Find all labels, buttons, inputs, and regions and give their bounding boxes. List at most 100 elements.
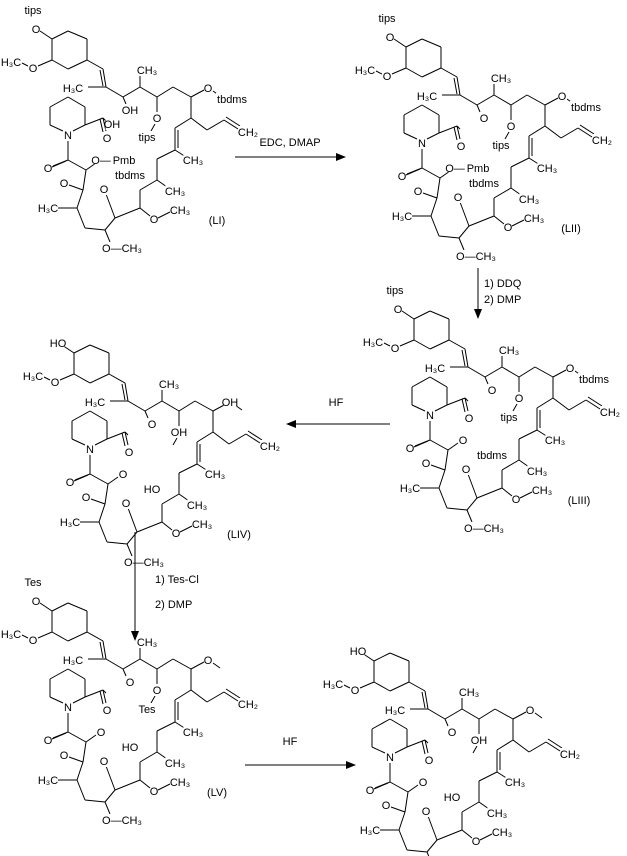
- bond: [43, 376, 51, 381]
- bond: [359, 681, 375, 689]
- bond: [114, 779, 141, 791]
- label-background: [425, 754, 433, 766]
- label-background: [385, 704, 405, 716]
- atom-label: O: [472, 836, 481, 848]
- bond: [375, 70, 383, 75]
- atom-label: tbdms: [217, 94, 247, 106]
- label-background: [472, 835, 480, 847]
- label-background: [183, 154, 203, 166]
- label-background: [560, 748, 580, 760]
- label-background: [100, 183, 108, 195]
- bond: [104, 217, 116, 231]
- atom-label: CH₃: [192, 519, 212, 531]
- bond: [102, 640, 107, 660]
- atom-label: CH₃: [492, 827, 512, 839]
- label-background: [1, 628, 21, 640]
- bond: [104, 229, 111, 243]
- bond: [76, 189, 84, 209]
- bond-skeleton: [43, 344, 263, 557]
- bond: [172, 86, 192, 98]
- bond: [391, 67, 407, 75]
- label-background: [526, 704, 534, 716]
- bond: [373, 652, 391, 662]
- label-background: [100, 755, 108, 767]
- bond: [371, 718, 391, 730]
- bond: [421, 691, 426, 709]
- atom-label: H₃C: [23, 371, 43, 383]
- bond: [223, 119, 239, 130]
- atom-label: CH₃: [459, 687, 479, 699]
- bond: [161, 493, 180, 505]
- bond: [464, 348, 469, 368]
- bond: [405, 38, 423, 48]
- bond: [427, 708, 446, 720]
- bond: [528, 741, 547, 753]
- atom-label: CH₃: [499, 345, 519, 357]
- bond: [139, 779, 151, 789]
- bond: [394, 746, 408, 754]
- bond: [398, 811, 406, 831]
- bond: [479, 833, 493, 841]
- compound-label: (LIV): [227, 529, 251, 541]
- bond: [424, 739, 429, 744]
- compound-label: (LII): [561, 223, 581, 235]
- atom-label: O: [126, 677, 135, 689]
- bond: [408, 681, 426, 692]
- atom-label: O: [383, 71, 392, 83]
- bond: [528, 125, 546, 137]
- bond: [106, 541, 128, 545]
- bond: [86, 59, 104, 70]
- bond: [150, 123, 156, 132]
- bond: [127, 400, 146, 412]
- bond: [37, 59, 53, 67]
- bond: [494, 708, 514, 720]
- atom-label: OH: [104, 119, 121, 131]
- bond: [156, 658, 174, 670]
- bond: [405, 168, 421, 176]
- label-background: [172, 527, 180, 539]
- reaction-arrow-4: 1) Tes-Cl2) DMP: [131, 532, 199, 641]
- label-background: [223, 528, 255, 540]
- bond: [493, 187, 512, 199]
- label-background: [85, 396, 105, 408]
- label-background: [114, 154, 134, 166]
- bond: [461, 708, 480, 720]
- bond: [476, 94, 495, 106]
- label-background: [64, 129, 72, 141]
- label-background: [382, 799, 390, 811]
- label-background: [44, 734, 52, 746]
- bond: [90, 498, 106, 505]
- bond: [124, 431, 129, 446]
- label-background: [187, 499, 207, 511]
- reaction-arrow-3: HF: [286, 397, 390, 428]
- label-background: [106, 814, 138, 826]
- label-background: [97, 726, 105, 738]
- bond: [424, 690, 429, 710]
- label-background: [103, 132, 111, 144]
- atom-label: O—CH₃: [102, 243, 142, 255]
- bond: [67, 159, 87, 171]
- reaction-arrow-5: HF: [245, 736, 356, 769]
- label-background: [114, 169, 146, 181]
- bond: [461, 349, 466, 367]
- bond: [174, 117, 192, 129]
- label-background: [515, 392, 523, 404]
- bond: [459, 94, 478, 106]
- bond: [461, 829, 473, 839]
- compound-label: (LV): [207, 787, 227, 799]
- bond: [114, 207, 141, 219]
- label-background: [159, 378, 179, 390]
- label-background: [386, 31, 394, 43]
- bond: [534, 712, 543, 719]
- reagent-label: 2) DMP: [155, 599, 192, 611]
- atom-label: H₃C: [63, 655, 83, 667]
- bond: [51, 30, 69, 40]
- bond: [526, 94, 546, 106]
- label-background: [137, 64, 157, 76]
- atom-label: O: [394, 304, 403, 316]
- bond: [421, 38, 442, 48]
- bond: [68, 756, 84, 763]
